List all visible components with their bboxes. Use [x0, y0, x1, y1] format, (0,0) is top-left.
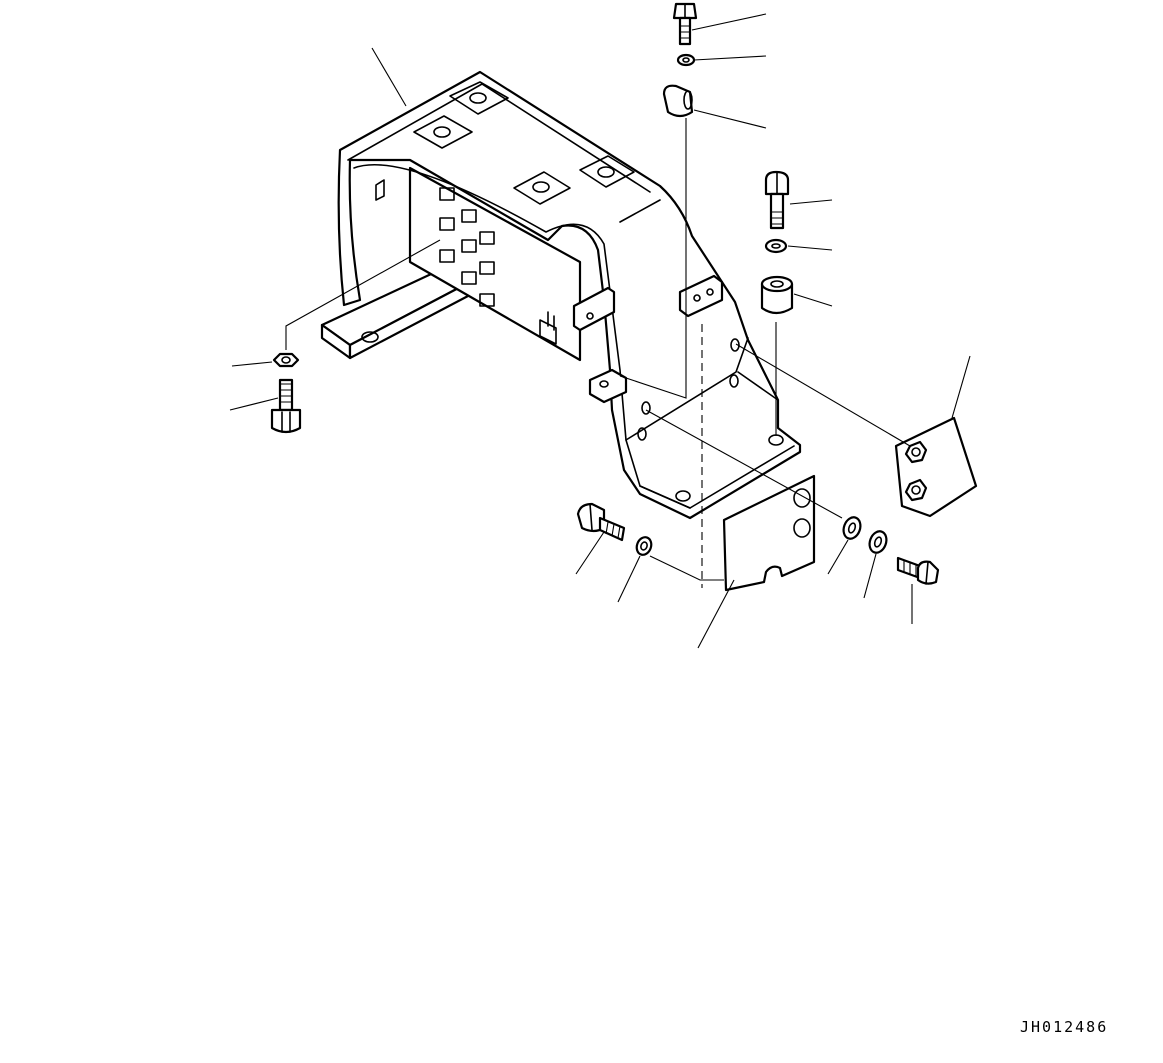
top-washer [676, 53, 696, 67]
left-nut [272, 352, 300, 368]
lower-right-washer-2 [868, 530, 888, 554]
top-pads [413, 81, 635, 205]
callout-leaders [229, 13, 971, 649]
bracket-frame [320, 70, 802, 520]
lower-right-bolt [896, 556, 940, 585]
lower-left-bolt [576, 502, 626, 542]
drawing-id-label: JH012486 [1020, 1018, 1109, 1036]
cover-plate-right [894, 416, 978, 518]
middle-spacer [760, 275, 794, 315]
lower-left-washer [635, 536, 653, 556]
middle-bolt [764, 170, 790, 230]
middle-washer [764, 238, 788, 254]
harness-clips [375, 179, 557, 345]
top-spacer [662, 84, 694, 118]
top-bolt [672, 2, 698, 46]
lower-right-washer-1 [842, 516, 862, 540]
front-plate [722, 474, 816, 592]
left-bolt [270, 378, 302, 434]
